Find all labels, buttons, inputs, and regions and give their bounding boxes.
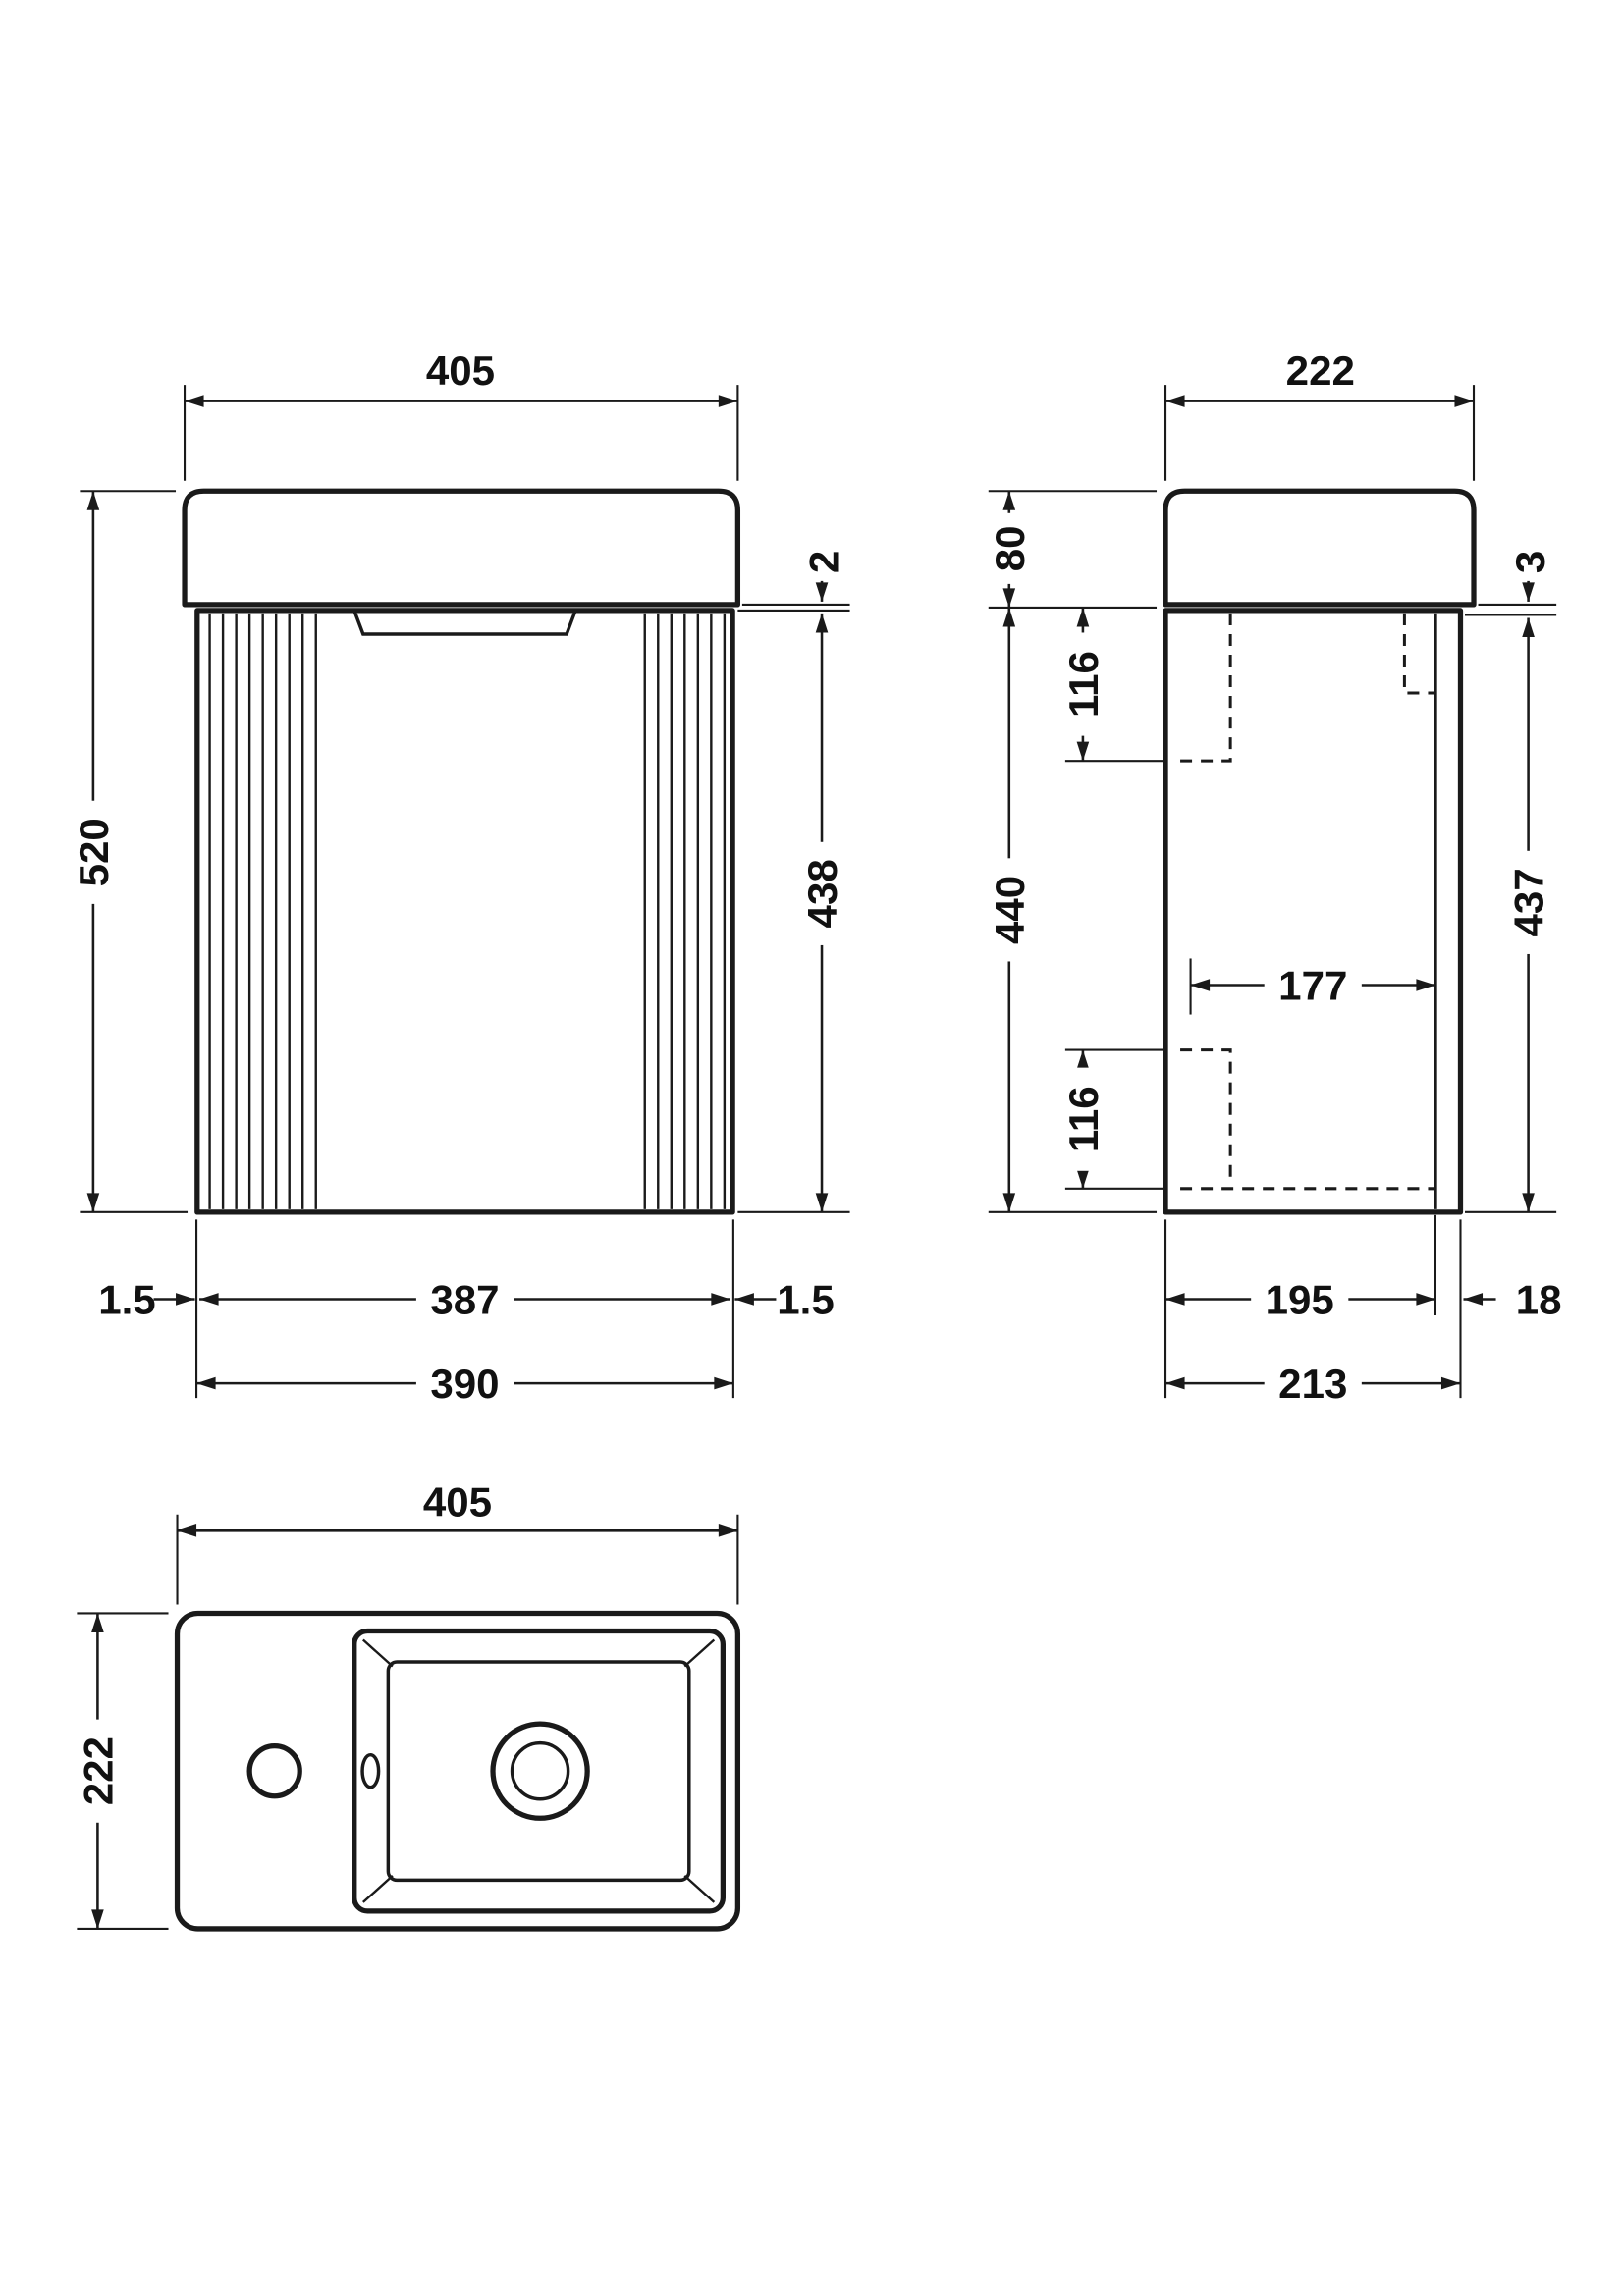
side-basin — [1163, 488, 1477, 608]
side-cabinet — [1163, 608, 1464, 1215]
plan-waste-outer — [490, 1721, 590, 1821]
side-view: 222 80 440 116 — [987, 347, 1562, 1407]
front-door-gap-right-label: 1.5 — [777, 1277, 834, 1323]
plan-dim-overall-width: 405 — [176, 1478, 739, 1605]
side-overall-depth-label: 222 — [1286, 347, 1355, 394]
side-cabinet-depth-label: 213 — [1278, 1361, 1347, 1407]
side-dim-internal-depth: 177 — [1189, 958, 1435, 1015]
plan-bowl-base — [386, 1660, 691, 1883]
side-cabinet-body — [1163, 608, 1464, 1215]
front-cabinet-body — [194, 608, 735, 1215]
plan-bowl — [352, 1628, 726, 1914]
side-basin-height-label: 80 — [987, 525, 1033, 571]
front-cabinet-height-label: 438 — [799, 859, 845, 928]
plan-overflow-slot — [360, 1752, 381, 1789]
plan-overall-width-label: 405 — [423, 1478, 492, 1524]
side-door-thickness-label: 18 — [1516, 1277, 1562, 1323]
plan-tap-hole — [246, 1743, 302, 1799]
side-wall-bracket-top-hidden — [1180, 613, 1232, 763]
plan-view: 405 222 — [75, 1478, 741, 1932]
side-wall-bracket-bottom-hidden — [1180, 1048, 1232, 1186]
front-dim-overall-height: 520 — [69, 490, 189, 1213]
side-bracket-top-label: 116 — [1060, 651, 1107, 718]
front-cabinet-width-label: 390 — [430, 1361, 499, 1407]
side-body-depth-label: 195 — [1266, 1277, 1334, 1323]
front-overall-height-label: 520 — [71, 818, 117, 886]
plan-waste-inner — [510, 1740, 570, 1801]
plan-overall-depth-label: 222 — [75, 1736, 121, 1805]
side-dim-overall-depth: 222 — [1163, 347, 1476, 481]
front-cabinet — [194, 608, 735, 1215]
front-basin — [182, 488, 741, 608]
side-dim-cabinet-height: 440 — [987, 607, 1158, 1213]
side-dim-bracket-bottom: 116 — [1060, 1048, 1163, 1190]
front-overall-width-label: 405 — [426, 347, 495, 394]
plan-dim-overall-depth: 222 — [75, 1612, 169, 1930]
front-dim-overall-width: 405 — [183, 347, 739, 481]
side-door-height-label: 437 — [1506, 868, 1552, 936]
side-door-top-gap-label: 3 — [1507, 551, 1553, 573]
side-cabinet-height-label: 440 — [987, 876, 1033, 944]
plan-basin-outline — [174, 1610, 741, 1932]
side-internal-depth-label: 177 — [1278, 963, 1347, 1009]
front-door-gap-left-label: 1.5 — [98, 1277, 155, 1323]
side-dim-bracket-top: 116 — [1060, 607, 1163, 763]
side-dim-right-side: 3 437 — [1464, 551, 1557, 1213]
front-door-width-label: 387 — [430, 1277, 499, 1323]
front-fluted-panel-right — [643, 613, 727, 1209]
plan-bowl-rim — [352, 1628, 726, 1914]
side-dim-bottom: 195 18 213 — [1163, 1214, 1562, 1407]
front-dim-bottom: 387 1.5 1.5 390 — [98, 1219, 835, 1407]
front-fluted-panel-left — [208, 613, 317, 1209]
front-view: 405 520 2 438 — [69, 347, 850, 1407]
front-basin-gap-label: 2 — [801, 551, 847, 573]
front-dim-right-side: 2 438 — [737, 551, 850, 1213]
side-dim-basin-height: 80 — [987, 490, 1158, 609]
side-bracket-bottom-label: 116 — [1060, 1086, 1107, 1152]
side-hinge-plate-hidden — [1402, 613, 1434, 695]
front-handle-recess — [352, 610, 577, 636]
